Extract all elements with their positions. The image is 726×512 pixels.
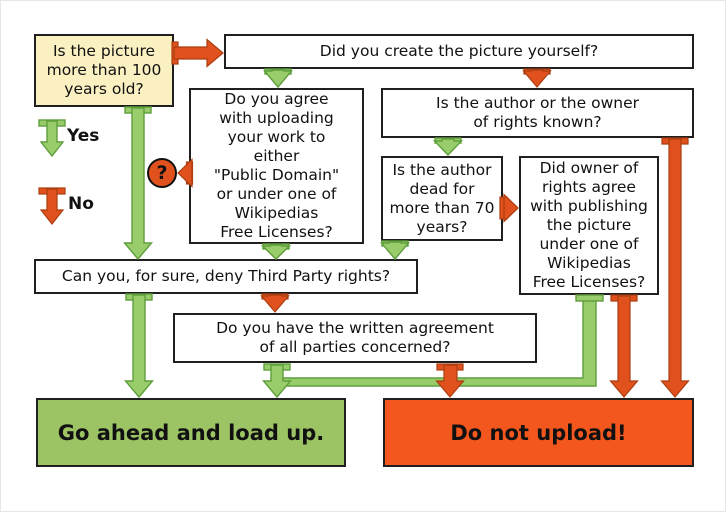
arrow-yes-agree-to-deny (260, 243, 292, 260)
legend-no-arrow-icon (38, 187, 66, 225)
arrow-no-owner-to-donotupload (609, 294, 639, 398)
question-mark-badge: ? (147, 158, 177, 188)
node-deny-third-party-rights: Can you, for sure, deny Third Party righ… (34, 259, 418, 294)
node-owner-agrees-publishing: Did owner of rights agree with publishin… (519, 156, 659, 295)
arrow-yes-dead-to-deny (379, 240, 411, 261)
arrow-no-create-to-known (522, 68, 552, 88)
node-author-or-owner-known: Is the author or the owner of rights kno… (381, 88, 694, 138)
terminal-go-ahead: Go ahead and load up. (36, 398, 346, 467)
arrow-yes-create-to-agree (262, 68, 294, 89)
node-created-yourself: Did you create the picture yourself? (224, 34, 694, 69)
node-picture-over-100-years: Is the picture more than 100 years old? (34, 34, 174, 107)
arrow-no-start-to-create (171, 38, 224, 68)
arrow-no-written-to-donotupload (435, 363, 465, 398)
terminal-do-not-upload: Do not upload! (383, 398, 694, 467)
node-author-dead-70-years: Is the author dead for more than 70 year… (381, 156, 503, 241)
arrow-yes-written-to-goahead (261, 363, 293, 399)
arrow-no-known-to-donotupload (660, 137, 690, 398)
node-agree-free-license: Do you agree with uploading your work to… (189, 88, 364, 244)
node-written-agreement: Do you have the written agreement of all… (173, 313, 537, 363)
arrow-yes-known-to-dead (432, 137, 464, 157)
arrow-no-deny-to-written (260, 293, 290, 313)
arrow-yes-start-to-deny (122, 106, 154, 261)
legend-no-label: No (68, 194, 94, 214)
arrow-yes-deny-to-goahead (123, 293, 155, 399)
legend-yes-label: Yes (67, 126, 100, 146)
legend-yes-arrow-icon (38, 119, 66, 158)
